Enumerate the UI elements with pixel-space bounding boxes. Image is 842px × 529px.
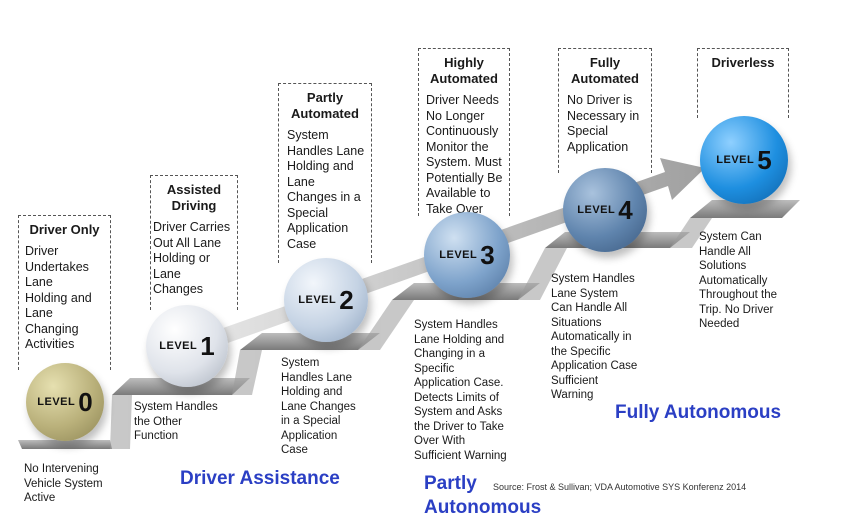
level-2-box: Partly Automated System Handles Lane Hol… (278, 83, 372, 263)
category-fully-autonomous: Fully Autonomous (615, 402, 782, 423)
level-2-number: 2 (339, 284, 354, 315)
level-5-ball: LEVEL 5 (700, 116, 788, 204)
category-driver-assistance: Driver Assistance (180, 468, 340, 489)
level-3-title: Highly Automated (430, 55, 498, 86)
level-5-box: Driverless (697, 48, 789, 118)
level-2-label: LEVEL (298, 294, 337, 306)
level-1-label: LEVEL (159, 340, 198, 352)
level-0-ball: LEVEL 0 (26, 363, 104, 441)
level-5-number: 5 (757, 144, 772, 175)
level-4-number: 4 (618, 194, 633, 225)
level-1-description: Driver Carries Out All Lane Holding or L… (153, 220, 231, 296)
level-2-title: Partly Automated (291, 90, 359, 121)
level-2-ball: LEVEL 2 (284, 258, 368, 342)
level-2-description: System Handles Lane Holding and Lane Cha… (287, 128, 365, 251)
level-0-below-text: No Intervening Vehicle System Active (24, 463, 103, 504)
category-partly-autonomous: Partly Autonomous (424, 473, 542, 518)
step-0 (18, 440, 112, 449)
level-5-label: LEVEL (716, 154, 755, 166)
level-4-title: Fully Automated (571, 55, 639, 86)
level-1-number: 1 (200, 330, 215, 361)
level-0-description: Driver Undertakes Lane Holding and Lane … (25, 244, 92, 351)
level-4-below-text: System Handles Lane System Can Handle Al… (551, 273, 638, 401)
level-0-box: Driver Only Driver Undertakes Lane Holdi… (18, 215, 111, 370)
level-2-below-text: System Handles Lane Holding and Lane Cha… (281, 357, 356, 456)
level-3-box: Highly Automated Driver Needs No Longer … (418, 48, 510, 216)
source-citation: Source: Frost & Sullivan; VDA Automotive… (493, 482, 747, 492)
level-0-title: Driver Only (29, 222, 100, 237)
level-1-ball: LEVEL 1 (146, 305, 228, 387)
level-3-ball: LEVEL 3 (424, 212, 510, 298)
level-4-box: Fully Automated No Driver is Necessary i… (558, 48, 652, 173)
level-3-number: 3 (480, 239, 495, 270)
level-5-below-text: System Can Handle All Solutions Automati… (699, 231, 778, 330)
step-5 (690, 200, 800, 218)
level-3-below-text: System Handles Lane Holding and Changing… (414, 319, 507, 462)
level-1-below-text: System Handles the Other Function (134, 401, 218, 442)
level-0-number: 0 (78, 386, 93, 417)
level-3-description: Driver Needs No Longer Continuously Moni… (426, 93, 503, 216)
level-4-description: No Driver is Necessary in Special Applic… (567, 93, 640, 154)
level-1-box: Assisted Driving Driver Carries Out All … (150, 175, 238, 310)
level-4-label: LEVEL (577, 204, 616, 216)
level-0-label: LEVEL (37, 396, 76, 408)
level-3-label: LEVEL (439, 249, 478, 261)
level-1-title: Assisted Driving (166, 182, 222, 213)
level-4-ball: LEVEL 4 (563, 168, 647, 252)
level-5-title: Driverless (711, 55, 775, 70)
